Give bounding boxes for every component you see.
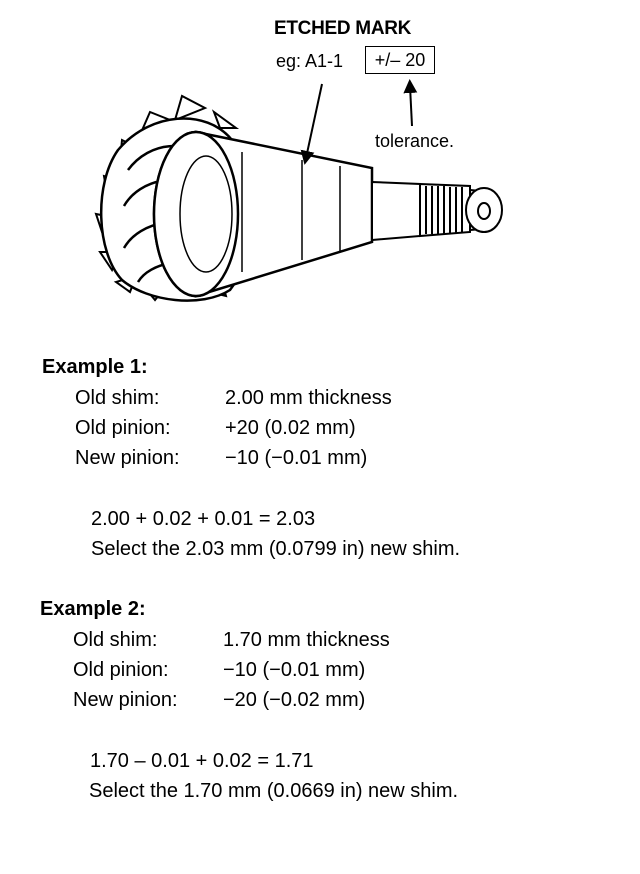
row-value: 2.00 mm thickness [225,387,392,409]
example-1-row: New pinion: −10 (−0.01 mm) [75,447,367,470]
example-2-row: Old shim: 1.70 mm thickness [73,629,390,652]
row-label: Old shim: [75,387,160,409]
etched-mark-leader [300,83,323,165]
example-1-row: Old shim: 2.00 mm thickness [75,387,392,410]
pinion-gear-illustration [94,79,503,302]
shaft [152,130,374,298]
example-1-selection: Select the 2.03 mm (0.0799 in) new shim. [91,538,461,560]
row-label: New pinion: [75,447,180,469]
example-2-row: New pinion: −20 (−0.02 mm) [73,689,365,712]
tolerance-label: tolerance. [375,131,455,151]
etched-mark-example: eg: A1-1 [276,51,344,71]
example-1-row: Old pinion: +20 (0.02 mm) [75,417,356,440]
row-value: −20 (−0.02 mm) [223,689,366,711]
etched-mark-title: ETCHED MARK [274,18,412,39]
example-1-title: Example 1: [42,356,148,378]
row-label: New pinion: [73,689,178,711]
example-2-row: Old pinion: −10 (−0.01 mm) [73,659,365,682]
row-label: Old pinion: [73,659,169,681]
row-value: 1.70 mm thickness [223,629,390,651]
row-value: −10 (−0.01 mm) [225,447,368,469]
threaded-end [371,180,503,242]
row-label: Old shim: [73,629,158,651]
example-2-selection: Select the 1.70 mm (0.0669 in) new shim. [89,780,459,802]
row-label: Old pinion: [75,417,171,439]
tolerance-arrow [403,79,418,127]
example-2-equation: 1.70 – 0.01 + 0.02 = 1.71 [90,750,314,772]
row-value: −10 (−0.01 mm) [223,659,366,681]
example-1-equation: 2.00 + 0.02 + 0.01 = 2.03 [91,508,316,530]
tolerance-value-box: +/– 20 [365,46,435,74]
row-value: +20 (0.02 mm) [225,417,356,439]
example-2-title: Example 2: [40,598,146,620]
